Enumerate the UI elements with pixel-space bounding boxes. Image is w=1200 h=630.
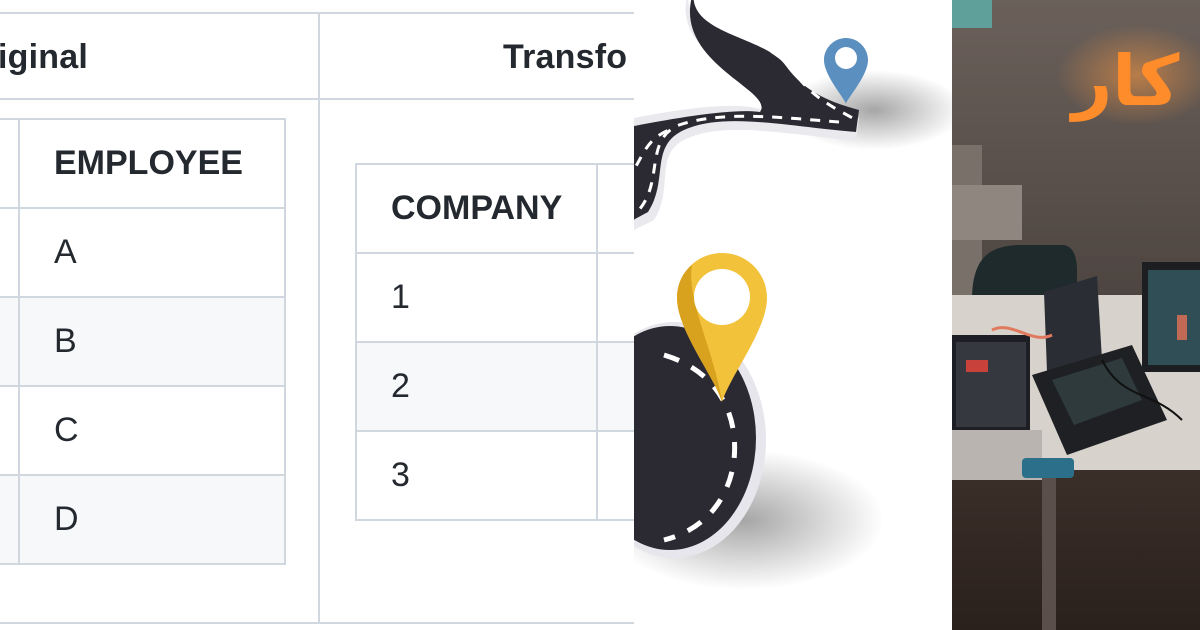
office-photo-panel: کار: [952, 0, 1200, 630]
road-upper: [634, 0, 859, 220]
outer-table-top-border: [0, 12, 634, 14]
original-table-header-employee: EMPLOYEE: [18, 118, 286, 209]
original-table-cut-cell: [0, 474, 20, 565]
glowing-sign-text: کار: [1069, 40, 1180, 122]
roadmap-illustration-panel: [634, 0, 952, 630]
transformed-table-cut-cell: [596, 341, 634, 432]
original-table-cut-cell: [0, 207, 20, 298]
office-chair: [972, 245, 1077, 300]
monitor-screen-detail: [1177, 315, 1187, 340]
transformed-table-cut-cell: [596, 430, 634, 521]
transformed-table: COMPANY 1 2 3: [354, 163, 634, 521]
laptop-left-screen-detail: [966, 360, 988, 372]
outer-table-bottom-border: [0, 622, 634, 624]
shelf: [952, 185, 1022, 240]
transformed-table-cell: 3: [354, 430, 599, 521]
tables-screenshot-panel: iginal Transfo EMPLOYEE A B C D COMPANY: [0, 12, 634, 624]
original-table-cell: B: [18, 296, 286, 387]
original-column-header: iginal: [0, 38, 88, 76]
sign-glow: [1057, 25, 1200, 125]
desk-leg: [1042, 470, 1056, 630]
office-photo: کار: [952, 0, 1200, 630]
laptop-keys: [1052, 358, 1142, 425]
transformed-table-cut-cell: [596, 163, 634, 254]
laptop-left-screen: [956, 342, 1026, 427]
cable: [991, 326, 1053, 339]
office-floor: [952, 470, 1200, 630]
road-center-line: [634, 126, 675, 172]
wall-window: [952, 0, 992, 28]
location-pin-yellow-icon: [677, 253, 767, 402]
transformed-table-header-company: COMPANY: [354, 163, 599, 254]
transformed-table-cut-cell: [596, 252, 634, 343]
original-table-cut-cell: [0, 296, 20, 387]
transformed-table-cell: 2: [354, 341, 599, 432]
road-center-line: [663, 352, 738, 543]
roadmap-illustration: [634, 0, 952, 590]
original-table-cell: A: [18, 207, 286, 298]
laptop-screen-back: [1044, 276, 1102, 372]
original-table-cell: C: [18, 385, 286, 476]
cable: [1101, 359, 1183, 421]
road-center-line: [637, 114, 840, 211]
monitor-screen: [1148, 270, 1200, 365]
location-pin-blue-icon: [824, 38, 868, 104]
original-table-cut-cell: [0, 118, 20, 209]
phone-on-desk: [1022, 458, 1074, 478]
road-center-line: [705, 0, 857, 122]
outer-table-column-divider: [318, 12, 320, 624]
outer-table-header-divider: [0, 98, 634, 100]
original-table-cell: D: [18, 474, 286, 565]
transformed-column-header: Transfo: [503, 38, 628, 76]
transformed-table-cell: 1: [354, 252, 599, 343]
original-table: EMPLOYEE A B C D: [0, 118, 286, 565]
original-table-cut-cell: [0, 385, 20, 476]
